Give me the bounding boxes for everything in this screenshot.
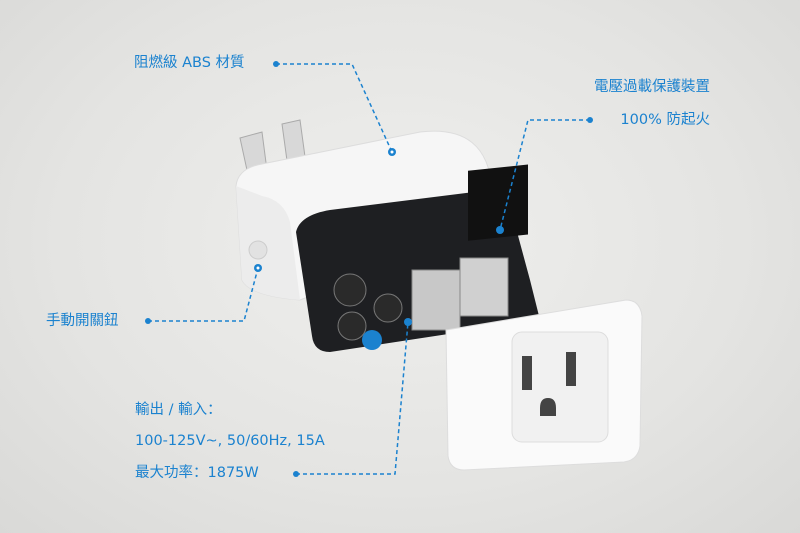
internal-circuit-panel (296, 164, 540, 352)
overload-protection-label: 電壓過載保護裝置 (594, 79, 710, 95)
io-title-label: 輸出 / 輸入： (135, 402, 222, 418)
manual-switch-label: 手動開關鈕 (46, 313, 119, 329)
max-power-label: 最大功率：1875W (135, 465, 259, 481)
outlet-faceplate (445, 299, 643, 471)
callout-lines (148, 63, 590, 475)
io-spec-label: 100-125V~, 50/60Hz, 15A (135, 433, 325, 449)
callout-dot-rings (256, 150, 394, 270)
fire-protection-label: 100% 防起火 (620, 112, 710, 128)
callout-dots (145, 61, 593, 477)
material-label: 阻燃級 ABS 材質 (134, 55, 245, 71)
